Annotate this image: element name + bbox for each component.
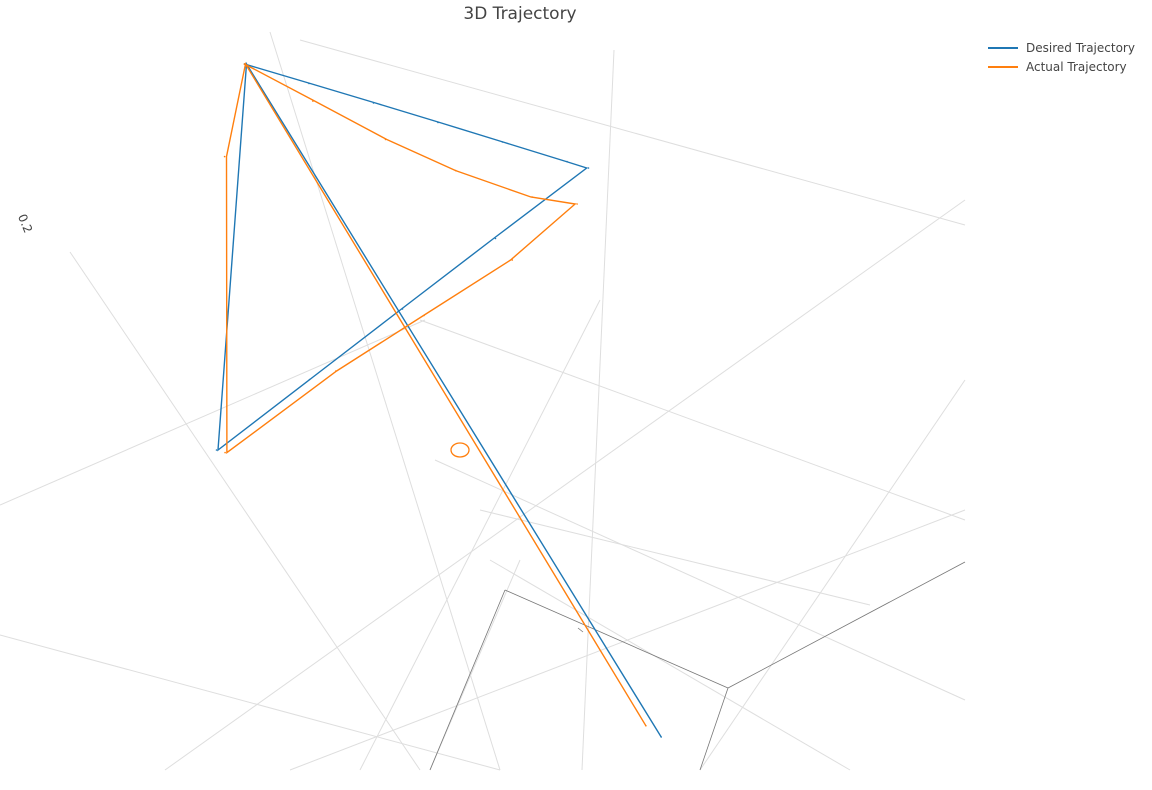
grid-line: [419, 319, 966, 521]
grid-line: [581, 49, 615, 771]
data-point: [223, 155, 226, 158]
data-point: [224, 451, 226, 454]
data-point: [660, 736, 662, 738]
chart-title: 3D Trajectory: [463, 4, 577, 24]
axis-edge: [577, 627, 584, 633]
axes-box: [429, 561, 966, 771]
data-point: [437, 121, 439, 124]
grid-line: [479, 509, 871, 606]
grid-line: [299, 39, 966, 226]
legend-label-desired: Desired Trajectory: [1026, 40, 1135, 55]
data-point: [531, 196, 533, 198]
grid-lines: [0, 31, 966, 771]
data-point: [401, 308, 404, 310]
grid-line: [699, 379, 966, 771]
legend-swatch-desired: [988, 46, 1018, 49]
data-point: [335, 370, 337, 372]
grid-line: [359, 299, 601, 771]
grid-line: [164, 199, 966, 771]
data-point: [587, 167, 590, 169]
legend-item-actual[interactable]: Actual Trajectory: [988, 57, 1135, 76]
data-point: [501, 141, 504, 143]
data-point: [645, 725, 647, 727]
data-point: [494, 237, 497, 240]
data-point: [566, 160, 568, 163]
trajectory-loop: [450, 442, 470, 458]
data-point: [511, 259, 514, 261]
series-line-desired[interactable]: [217, 61, 662, 738]
legend-swatch-actual: [988, 65, 1018, 68]
data-point: [455, 169, 457, 172]
axis-edge: [504, 589, 729, 689]
legend-label-actual: Actual Trajectory: [1026, 59, 1127, 74]
grid-line: [0, 634, 501, 771]
grid-line: [269, 31, 501, 771]
series-line-actual[interactable]: [225, 62, 647, 727]
data-point: [243, 63, 246, 65]
data-point: [308, 82, 310, 85]
data-point: [308, 378, 311, 381]
data-point: [215, 449, 218, 451]
grid-line: [434, 459, 966, 701]
traces: [215, 61, 662, 738]
data-point: [423, 314, 425, 317]
axis-edge: [727, 561, 966, 689]
data-point: [372, 102, 375, 104]
data-point: [312, 100, 314, 102]
legend[interactable]: Desired Trajectory Actual Trajectory: [988, 38, 1135, 76]
grid-line: [489, 559, 851, 771]
axis-edge: [429, 589, 506, 771]
axis-edge: [699, 687, 729, 771]
legend-item-desired[interactable]: Desired Trajectory: [988, 38, 1135, 57]
data-point: [576, 203, 578, 205]
grid-line: [0, 319, 426, 506]
grid-line: [69, 251, 421, 771]
data-point: [384, 138, 387, 141]
